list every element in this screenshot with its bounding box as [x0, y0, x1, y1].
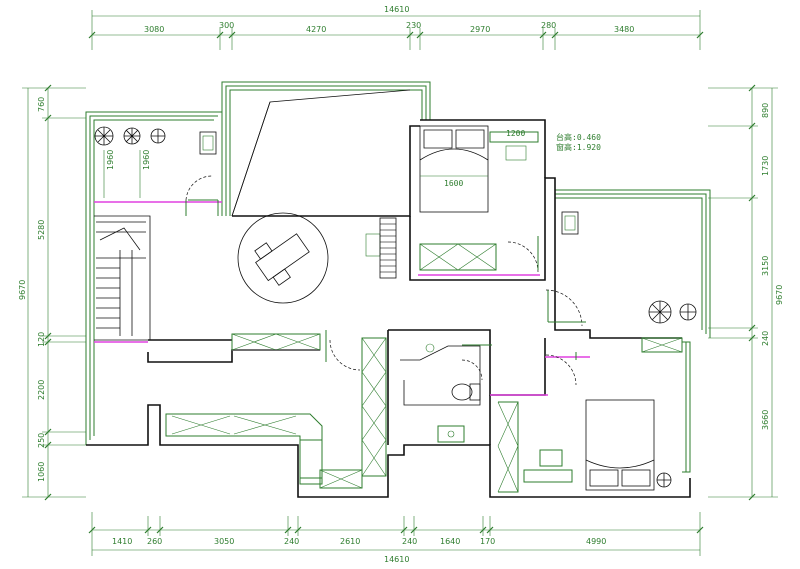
left-dimension-4: 2200: [37, 380, 46, 400]
left-dimension-chain: 9670 760 5280 120 2200 250 1060: [18, 84, 86, 501]
plant-icon: [123, 127, 141, 145]
top-dimension-7: 3480: [614, 25, 634, 34]
bottom-dimension-3: 3050: [214, 537, 234, 546]
void-area: [231, 89, 411, 217]
bed-width-label: 1600: [444, 179, 463, 188]
sill-height-label: 台高:0.460: [556, 132, 601, 142]
right-dimension-2: 1730: [761, 156, 770, 176]
exterior-walls: [85, 81, 711, 473]
left-dimension-3: 120: [37, 332, 46, 347]
top-dimension-2: 300: [219, 21, 234, 30]
top-dimension-chain: 14610 3080 300 4270 230 2970 280 3480: [88, 5, 704, 50]
window-height-label: 窗高:1.920: [556, 142, 601, 152]
bottom-dimension-5: 2610: [340, 537, 360, 546]
right-dimension-1: 890: [761, 103, 770, 118]
built-in-cabinets: [165, 330, 387, 489]
right-total-dimension: 9670: [775, 285, 784, 305]
right-dimension-chain: 890 1730 3150 240 3660 9670: [708, 84, 784, 501]
partition-walls: [94, 201, 590, 396]
right-dimension-3: 3150: [761, 256, 770, 276]
window-width-label: 1200: [506, 129, 525, 138]
sink-icon: [561, 211, 579, 235]
left-dimension-2: 5280: [37, 220, 46, 240]
left-dimension-6: 1060: [37, 462, 46, 482]
toilet-icon: [451, 383, 481, 401]
top-total-dimension: 14610: [384, 5, 409, 14]
top-dimension-6: 280: [541, 21, 556, 30]
top-dimension-1: 3080: [144, 25, 164, 34]
left-dimension-5: 250: [37, 433, 46, 448]
bottom-dimension-4: 240: [284, 537, 299, 546]
top-dimension-4: 230: [406, 21, 421, 30]
bottom-dimension-6: 240: [402, 537, 417, 546]
left-total-dimension: 9670: [18, 280, 27, 300]
plant-icon: [679, 303, 697, 321]
round-table: [237, 212, 329, 304]
bottom-dimension-1: 1410: [112, 537, 132, 546]
shower-icon: [425, 343, 435, 353]
right-dimension-5: 3660: [761, 410, 770, 430]
bathroom: [400, 343, 483, 443]
right-dimension-4: 240: [761, 331, 770, 346]
left-balcony-plants: 1960 1960: [94, 126, 218, 201]
inner-left-dimension-2: 1960: [142, 150, 151, 170]
bottom-dimension-8: 170: [480, 537, 495, 546]
sink-icon: [437, 425, 465, 443]
top-dimension-3: 4270: [306, 25, 326, 34]
left-dimension-1: 760: [37, 97, 46, 112]
bottom-dimension-chain: 1410 260 3050 240 2610 240 1640 170 4990…: [88, 512, 704, 564]
lamp-icon: [656, 472, 672, 488]
main-walls: [86, 119, 691, 498]
bedroom-top: 1600 1200 台高:0.460 窗高:1.920: [419, 125, 601, 273]
door-marks: [185, 200, 549, 346]
top-dimension-5: 2970: [470, 25, 490, 34]
storage-rack: [365, 217, 397, 279]
bottom-dimension-9: 4990: [586, 537, 606, 546]
right-balcony: [545, 211, 697, 327]
bottom-total-dimension: 14610: [384, 555, 409, 564]
plant-icon: [648, 300, 672, 324]
bottom-dimension-2: 260: [147, 537, 162, 546]
bedroom-bottom: [497, 337, 683, 493]
sink-icon: [199, 131, 217, 155]
plant-icon: [150, 128, 166, 144]
inner-left-dimension-1: 1960: [106, 150, 115, 170]
plant-icon: [94, 126, 114, 146]
bottom-dimension-7: 1640: [440, 537, 460, 546]
staircase: [96, 221, 146, 336]
